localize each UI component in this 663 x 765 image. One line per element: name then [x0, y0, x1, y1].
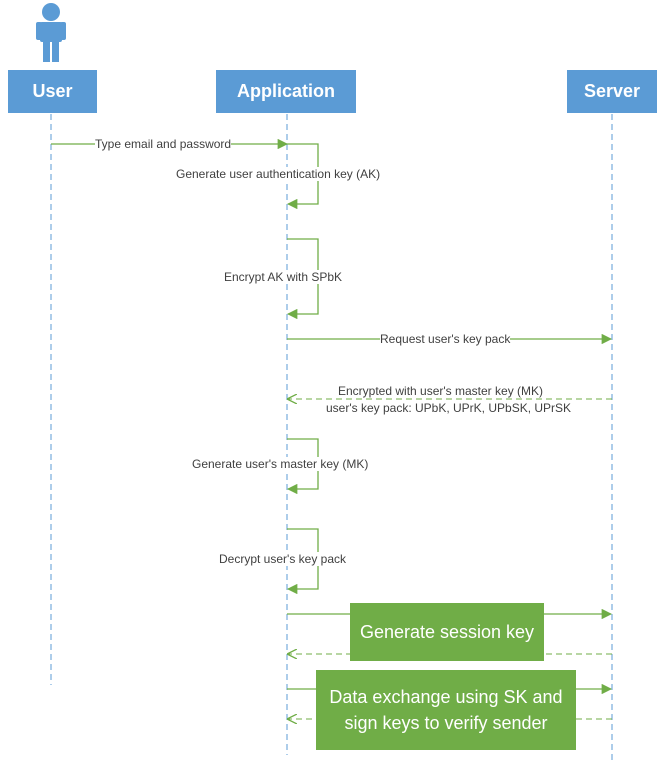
label-encrypt-ak: Encrypt AK with SPbK: [224, 270, 343, 284]
label-request-key-pack: Request user's key pack: [380, 332, 511, 346]
label-generate-mk: Generate user's master key (MK): [192, 457, 369, 471]
data-exchange-box: Data exchange using SK and sign keys to …: [316, 670, 576, 750]
label-decrypt-key-pack: Decrypt user's key pack: [219, 552, 347, 566]
label-generate-ak: Generate user authentication key (AK): [176, 167, 381, 181]
person-icon: [36, 3, 66, 62]
label-type-credentials: Type email and password: [95, 137, 232, 151]
actor-application: Application: [216, 70, 356, 113]
label-key-pack-contents: user's key pack: UPbK, UPrK, UPbSK, UPrS…: [326, 401, 572, 415]
label-encrypted-with-mk: Encrypted with user's master key (MK): [338, 384, 544, 398]
actor-user: User: [8, 70, 97, 113]
session-key-box: Generate session key: [350, 603, 544, 661]
actor-server: Server: [567, 70, 657, 113]
